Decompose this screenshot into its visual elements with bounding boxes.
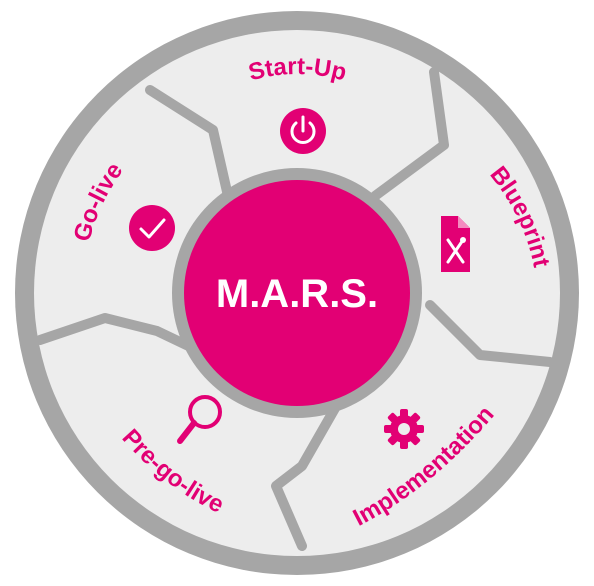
gear-icon xyxy=(384,409,424,449)
divider-startup-blueprint xyxy=(370,67,449,201)
divider-startup-golive xyxy=(145,85,233,201)
divider-blueprint-implementation xyxy=(425,300,555,367)
magnifier-icon xyxy=(177,395,222,444)
power-icon xyxy=(280,108,326,154)
checkmark-icon xyxy=(129,205,175,251)
center-title: M.A.R.S. xyxy=(216,272,378,316)
divider-implementation-pregolive xyxy=(271,377,355,551)
segment-dividers xyxy=(35,67,555,551)
document-tools-icon xyxy=(441,216,470,272)
center-circle xyxy=(184,180,410,406)
